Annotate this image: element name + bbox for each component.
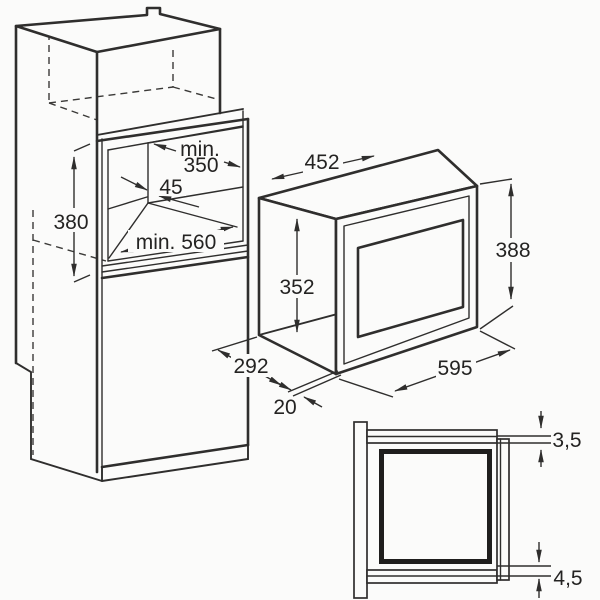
dim-detail-bottom-gap: 4,5 [553, 567, 582, 590]
dim-niche-height: 380 [53, 211, 88, 234]
dim-niche-depth-label: min. [180, 138, 220, 161]
detail-side-panel [353, 421, 368, 599]
dim-niche-width: min. 560 [136, 231, 217, 254]
microwave-door-window [356, 218, 465, 339]
microwave-drawing [257, 148, 479, 376]
dim-niche-depth-value: 350 [183, 154, 218, 177]
cross-section-detail: 3,5 4,5 [353, 411, 583, 599]
dim-side-clearance: 45 [159, 176, 182, 199]
dim-frame-overhang: 20 [273, 396, 296, 419]
detail-front-trim [496, 438, 510, 581]
cabinet-outline [14, 24, 250, 482]
dim-top-depth: 452 [304, 151, 339, 174]
dim-body-height: 352 [279, 276, 314, 299]
microwave-dimensions: 452 352 388 595 292 20 [211, 150, 534, 419]
cabinet-niche [100, 125, 250, 280]
dim-front-width: 595 [437, 357, 472, 380]
dim-detail-top-gap: 3,5 [552, 429, 581, 452]
dim-front-height: 388 [495, 239, 530, 262]
cabinet-hidden-edges [32, 33, 221, 455]
dim-body-depth: 292 [233, 355, 268, 378]
cabinet-dimensions: min. 350 45 min. 560 380 [52, 138, 241, 283]
detail-appliance-frame [379, 449, 492, 564]
cabinet-top-face [14, 6, 222, 54]
